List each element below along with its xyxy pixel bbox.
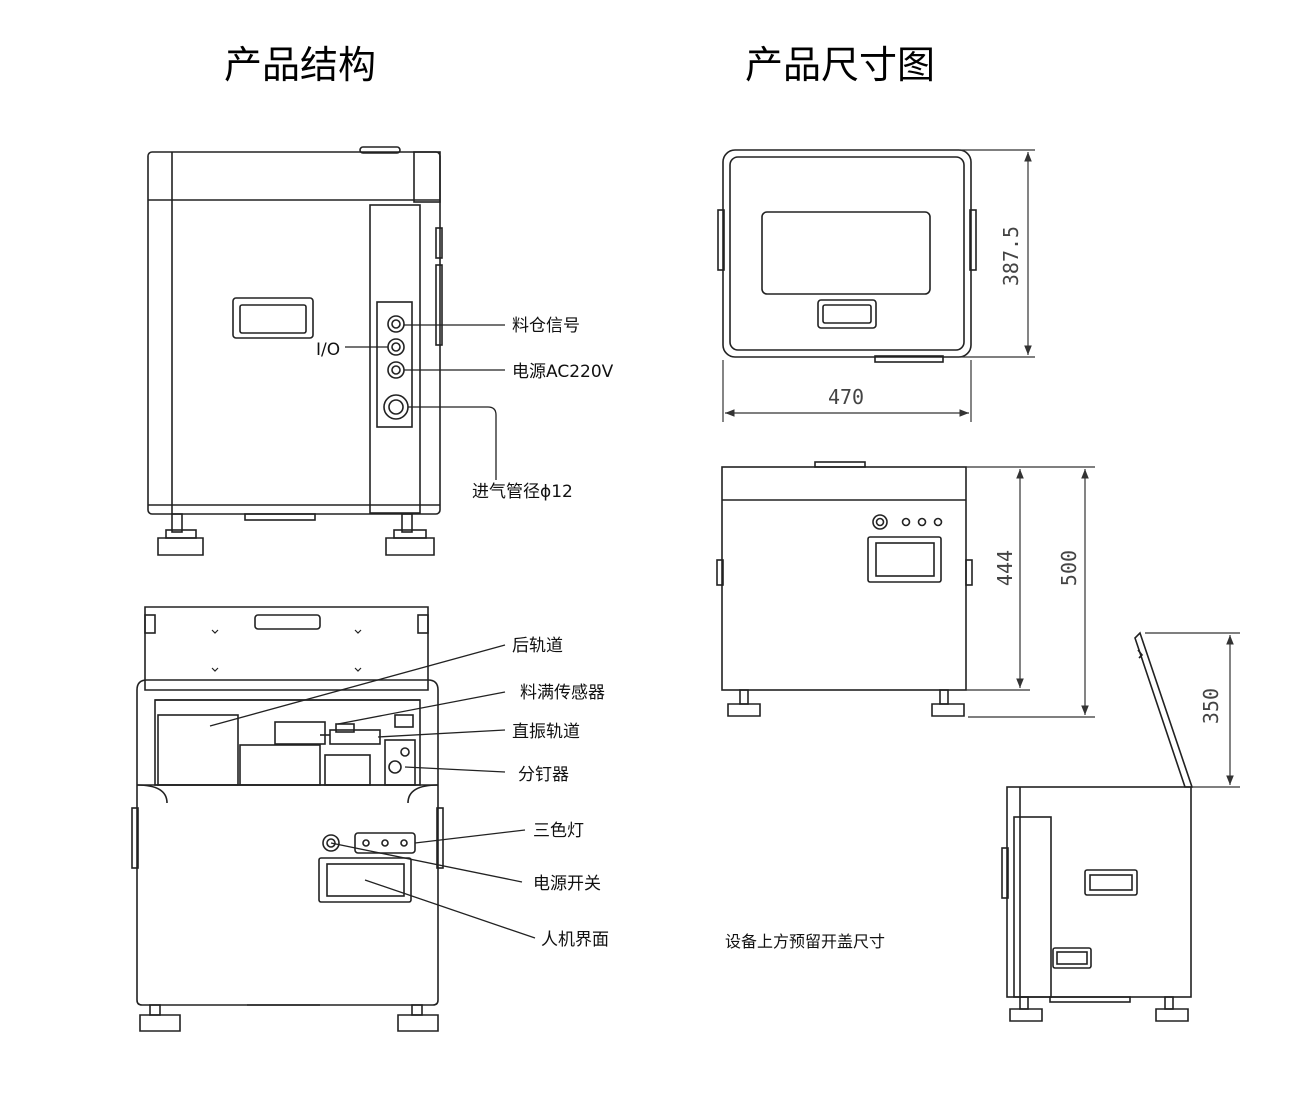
note-lid-clearance: 设备上方预留开盖尺寸	[725, 932, 885, 951]
label-full-sensor: 料满传感器	[520, 683, 605, 703]
front-closed-drawing	[716, 461, 973, 717]
dim-top-depth: 387.5	[999, 226, 1023, 286]
label-tri-light: 三色灯	[533, 821, 584, 841]
label-air-pipe: 进气管径ϕ12	[472, 482, 573, 502]
label-power-switch: 电源开关	[533, 874, 601, 894]
side-open-dimensions	[1145, 632, 1240, 788]
title-structure: 产品结构	[224, 43, 376, 87]
dim-body-height: 444	[993, 550, 1017, 586]
label-rear-track: 后轨道	[512, 636, 563, 656]
back-view-leaders	[345, 324, 505, 480]
label-hmi: 人机界面	[541, 930, 609, 950]
top-view-dimensions	[722, 149, 1035, 422]
label-separator: 分钉器	[518, 765, 569, 785]
dim-top-width: 470	[828, 385, 864, 409]
front-view-leaders	[209, 644, 536, 939]
label-power-ac: 电源AC220V	[512, 362, 614, 382]
front-closed-dimensions	[966, 466, 1095, 718]
back-view-drawing	[147, 146, 443, 556]
dim-total-height: 500	[1057, 550, 1081, 586]
label-io: I/O	[316, 340, 340, 360]
title-dimensions: 产品尺寸图	[745, 43, 935, 87]
top-view-drawing	[717, 149, 977, 363]
side-open-drawing	[1001, 631, 1194, 1022]
front-view-drawing	[131, 606, 444, 1032]
dim-lid-clearance: 350	[1199, 688, 1223, 724]
label-linear-track: 直振轨道	[512, 722, 580, 742]
label-hopper-signal: 料仓信号	[512, 316, 580, 336]
